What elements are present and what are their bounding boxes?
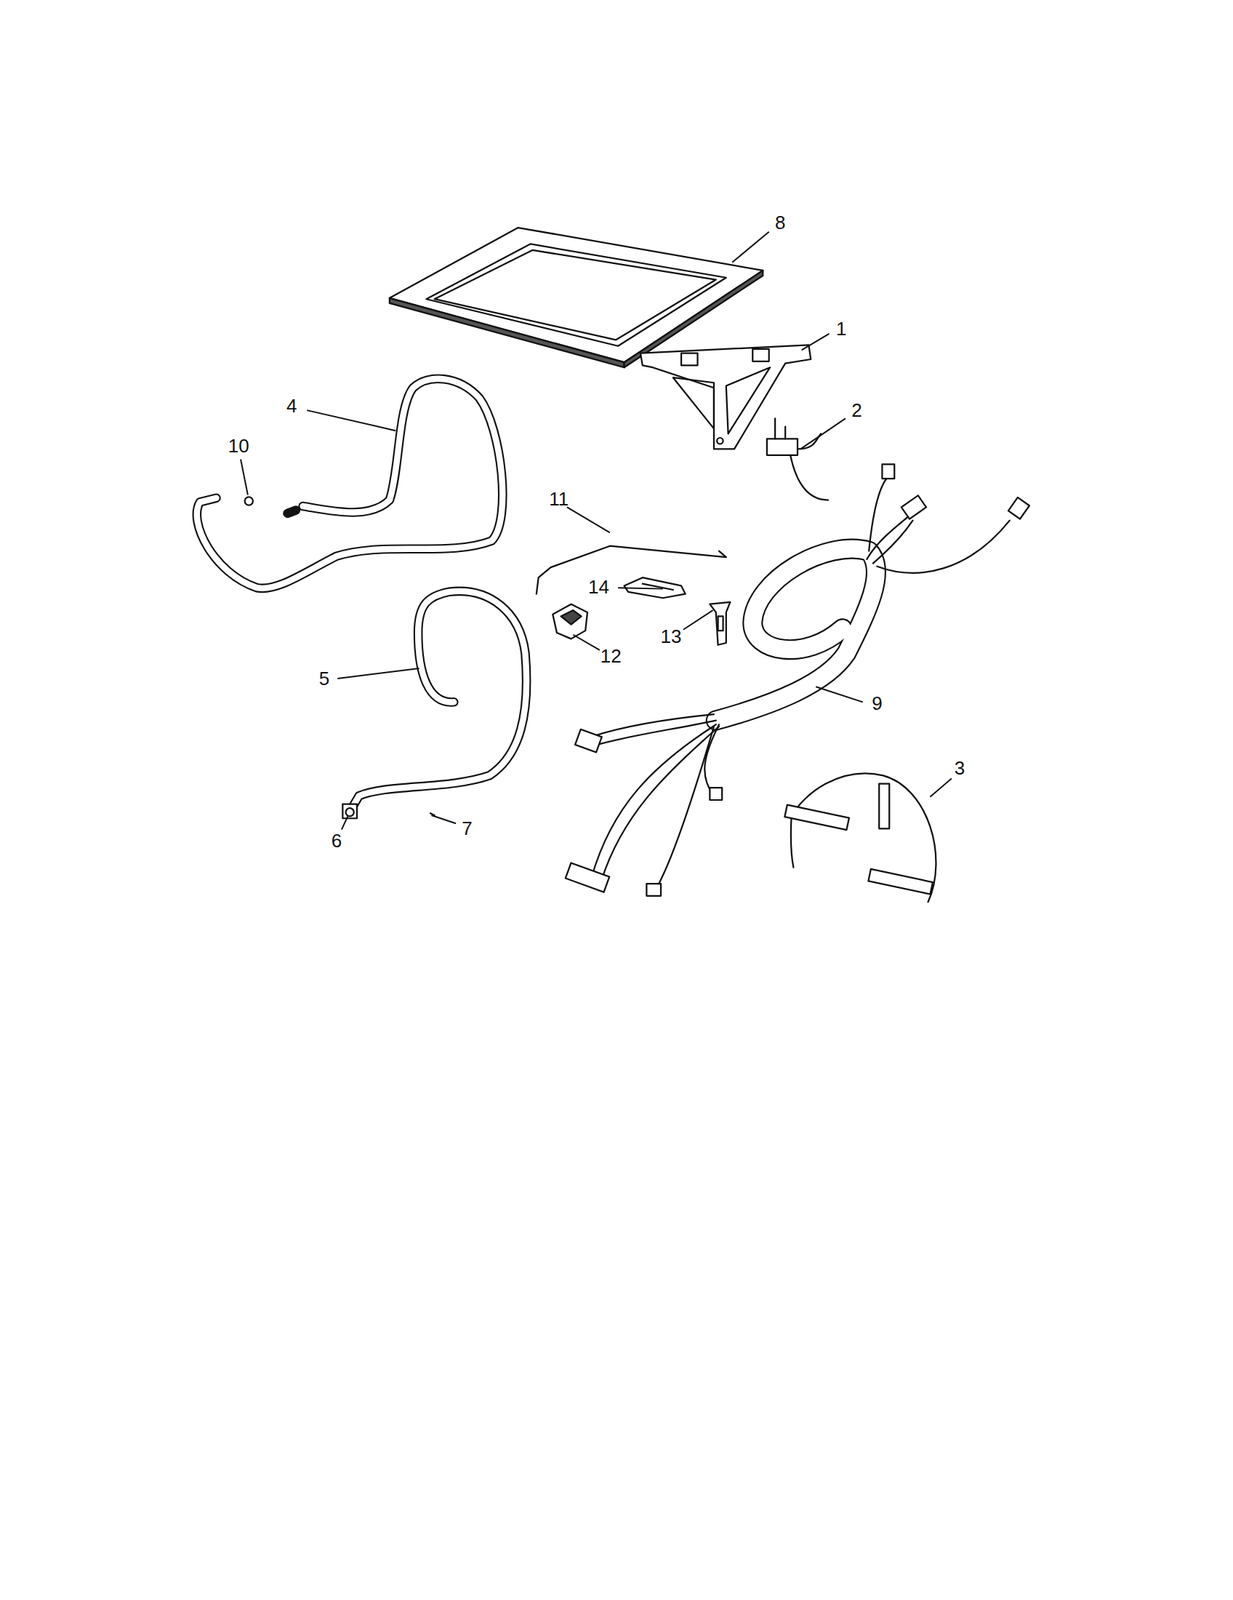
callout-number: 12 (600, 646, 622, 666)
callout-number: 8 (774, 213, 786, 232)
callout-number: 6 (331, 830, 342, 850)
callout-number: 3 (954, 758, 965, 778)
wire-harness (565, 463, 1030, 895)
hose (197, 378, 503, 589)
callout-number: 7 (461, 818, 472, 838)
callout-number: 10 (228, 436, 250, 456)
callout-number: 2 (851, 400, 862, 420)
switch (766, 418, 829, 500)
callout-number: 4 (286, 396, 297, 416)
wire-harness (784, 772, 936, 902)
callout-number: 9 (871, 693, 882, 713)
bracket (640, 344, 811, 449)
lock (552, 604, 588, 640)
callout-number: 13 (660, 626, 682, 646)
hose (342, 591, 527, 818)
callout-number: 14 (588, 577, 610, 597)
callout-number: 5 (319, 668, 330, 688)
callout-number: 1 (836, 319, 847, 339)
callout-number: 11 (548, 489, 569, 509)
latch (709, 601, 730, 645)
leader-lines (240, 231, 952, 830)
top-frame (389, 227, 763, 368)
